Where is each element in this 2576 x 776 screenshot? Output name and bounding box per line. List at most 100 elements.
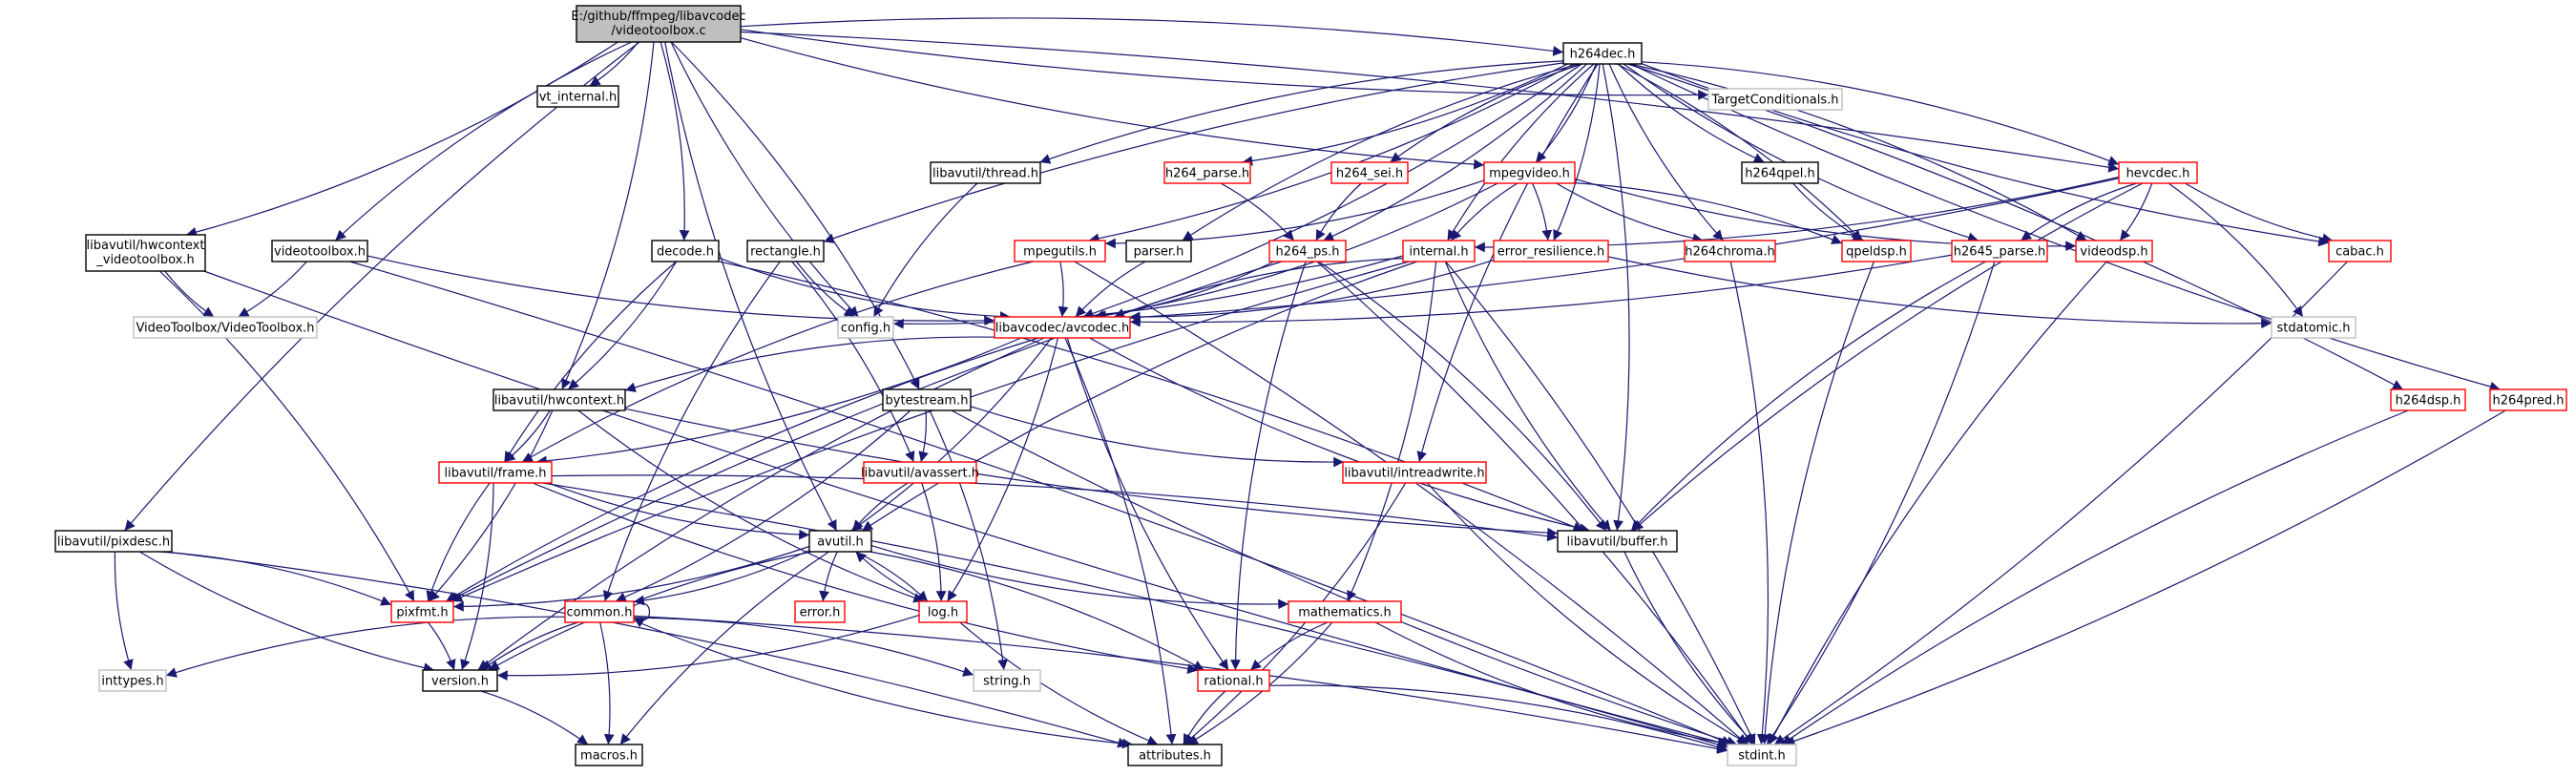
node-h264chroma[interactable]: h264chroma.h xyxy=(1684,240,1776,262)
edge-error_res-to-avcodec xyxy=(1129,259,1495,323)
edge-lu_pixdesc-to-attributes xyxy=(165,551,1129,748)
node-label: E:/github/ffmpeg/libavcodec xyxy=(571,10,745,24)
node-vt-internal[interactable]: vt_internal.h xyxy=(536,85,619,108)
edge-avcodec-to-lu_hwcontext xyxy=(624,336,995,392)
edge-rational-to-stdint xyxy=(1268,684,1728,752)
node-common[interactable]: common.h xyxy=(564,600,635,623)
node-lu-intread[interactable]: libavutil/intreadwrite.h xyxy=(1342,461,1487,484)
node-error-res[interactable]: error_resilience.h xyxy=(1493,240,1609,262)
edge-h264qpel-to-qpeldsp xyxy=(1792,182,1864,241)
node-box xyxy=(882,388,972,411)
node-hwctx-vt[interactable]: libavutil/hwcontext_videotoolbox.h xyxy=(85,234,206,272)
node-parser[interactable]: parser.h xyxy=(1125,240,1192,262)
node-box xyxy=(1557,530,1678,553)
edge-internal-to-lu_buffer xyxy=(1444,261,1612,532)
node-avcodec[interactable]: libavcodec/avcodec.h xyxy=(994,316,1131,339)
node-label: libavutil/frame.h xyxy=(445,467,547,481)
edge-bytestream-to-string xyxy=(929,409,1008,671)
edge-lu_frame-to-lu_buffer xyxy=(551,474,1559,542)
edge-internal-to-mathematics xyxy=(1347,261,1437,602)
node-label: h2645_parse.h xyxy=(1954,245,2046,260)
node-error[interactable]: error.h xyxy=(794,600,846,623)
node-h264dec[interactable]: h264dec.h xyxy=(1562,42,1643,65)
node-avutil[interactable]: avutil.h xyxy=(808,530,872,553)
node-lu-frame[interactable]: libavutil/frame.h xyxy=(438,461,553,484)
node-version[interactable]: version.h xyxy=(422,669,498,692)
edge-decode-to-lu_frame xyxy=(503,261,677,463)
edge-lu_hwcontext-to-pixfmt xyxy=(429,409,554,602)
node-h264pred[interactable]: h264pred.h xyxy=(2489,388,2567,411)
edge-rational-to-attributes xyxy=(1183,690,1226,745)
node-box xyxy=(575,744,643,766)
node-h264qpel[interactable]: h264qpel.h xyxy=(1741,161,1819,184)
edge-lu_pixdesc-to-inttypes xyxy=(114,551,134,671)
edge-root-to-lu_pixdesc xyxy=(124,41,640,532)
node-lu-thread[interactable]: libavutil/thread.h xyxy=(930,161,1041,184)
node-bytestream[interactable]: bytestream.h xyxy=(882,388,972,411)
node-internal[interactable]: internal.h xyxy=(1402,240,1476,262)
edge-root-to-config xyxy=(670,41,859,318)
node-cabac[interactable]: cabac.h xyxy=(2328,240,2392,262)
edge-hevcdec-to-stdatomic xyxy=(2168,182,2304,318)
edge-avutil-to-error xyxy=(819,551,838,602)
node-attributes[interactable]: attributes.h xyxy=(1127,744,1223,766)
edge-h264dec-to-h264chroma xyxy=(1608,63,1724,241)
node-qpeldsp[interactable]: qpeldsp.h xyxy=(1841,240,1912,262)
node-box xyxy=(438,461,553,484)
node-lu-buffer[interactable]: libavutil/buffer.h xyxy=(1557,530,1678,553)
node-box xyxy=(2075,240,2153,262)
edge-root-to-videotoolbox xyxy=(334,41,632,241)
node-decode[interactable]: decode.h xyxy=(651,240,720,262)
node-lu-pixdesc[interactable]: libavutil/pixdesc.h xyxy=(54,530,173,553)
node-hevcdec[interactable]: hevcdec.h xyxy=(2118,161,2198,184)
node-box xyxy=(2118,161,2198,184)
node-label: bytestream.h xyxy=(886,394,969,409)
edge-rectangle-to-common xyxy=(602,261,781,602)
node-label: h264_parse.h xyxy=(1165,167,1249,181)
node-h264-ps[interactable]: h264_ps.h xyxy=(1268,240,1347,262)
edge-common-to-inttypes xyxy=(165,616,566,678)
node-box xyxy=(1127,744,1223,766)
node-h264dsp[interactable]: h264dsp.h xyxy=(2390,388,2466,411)
edge-h2645_parse-to-avcodec xyxy=(1129,254,1953,327)
node-mpegutils[interactable]: mpegutils.h xyxy=(1014,240,1106,262)
edge-h264dec-to-parser xyxy=(1182,63,1580,241)
node-videodsp[interactable]: videodsp.h xyxy=(2075,240,2153,262)
node-mathematics[interactable]: mathematics.h xyxy=(1288,600,1402,623)
edge-bytestream-to-common xyxy=(615,409,911,602)
node-rectangle[interactable]: rectangle.h xyxy=(746,240,825,262)
edge-mpegvideo-to-mpegutils xyxy=(1104,179,1485,249)
node-h264-parse[interactable]: h264_parse.h xyxy=(1163,161,1251,184)
node-mpegvideo[interactable]: mpegvideo.h xyxy=(1483,161,1576,184)
edge-h264dec-to-h264pred xyxy=(1630,63,2501,392)
node-macros[interactable]: macros.h xyxy=(575,744,643,766)
edge-h264_parse-to-h264_ps xyxy=(1220,182,1295,241)
node-label: qpeldsp.h xyxy=(1846,245,1907,260)
edge-internal-to-pixfmt xyxy=(451,261,1410,602)
node-label: parser.h xyxy=(1134,245,1184,260)
edge-log-to-avutil xyxy=(855,551,929,602)
edge-h264dec-to-h264_sei xyxy=(1390,63,1582,163)
edge-mpegvideo-to-qpeldsp xyxy=(1574,182,1843,244)
edge-mpegutils-to-avcodec xyxy=(1058,261,1069,318)
node-lu-hwcontext[interactable]: libavutil/hwcontext.h xyxy=(492,388,626,411)
edge-common-to-macros xyxy=(599,621,615,745)
node-pixfmt[interactable]: pixfmt.h xyxy=(390,600,454,623)
node-box xyxy=(746,240,825,262)
node-lu-avassert[interactable]: libavutil/avassert.h xyxy=(861,461,979,484)
edge-lu_avassert-to-avutil xyxy=(851,482,909,532)
node-label: h264_sei.h xyxy=(1336,167,1403,181)
node-box xyxy=(994,316,1131,339)
node-videotoolbox[interactable]: videotoolbox.h xyxy=(271,240,368,262)
node-root[interactable]: E:/github/ffmpeg/libavcodec/videotoolbox… xyxy=(571,5,746,43)
node-label: version.h xyxy=(431,675,489,689)
edge-h264dec-to-avcodec xyxy=(1082,63,1582,319)
node-h264-sei[interactable]: h264_sei.h xyxy=(1330,161,1409,184)
node-box xyxy=(54,530,173,553)
node-box xyxy=(973,669,1041,692)
node-log[interactable]: log.h xyxy=(918,600,968,623)
edge-hwctx_vt-to-stdint xyxy=(203,270,1728,747)
node-label: h264pred.h xyxy=(2493,394,2565,409)
node-rational[interactable]: rational.h xyxy=(1197,669,1270,692)
node-h2645-parse[interactable]: h2645_parse.h xyxy=(1951,240,2048,262)
